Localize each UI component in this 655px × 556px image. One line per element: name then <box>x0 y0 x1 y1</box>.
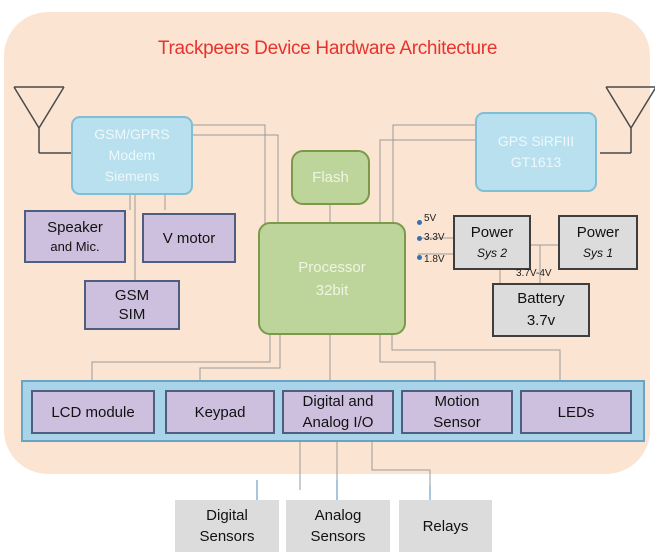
gsm-sim-module: GSM SIM <box>84 280 180 330</box>
antenna-icon-left <box>13 86 72 154</box>
rail-1v8-label: 1.8V <box>424 254 445 265</box>
vmotor-label: V motor <box>162 229 216 247</box>
battery-voltage-label: 3.7V-4V <box>516 268 552 279</box>
gps-module: GPS SiRFIII GT1613 <box>475 112 597 192</box>
processor-line1: Processor <box>298 258 366 276</box>
flash-label: Flash <box>312 169 349 186</box>
antenna-icon-right <box>600 86 655 154</box>
processor-module: Processor 32bit <box>258 222 406 335</box>
battery-module: Battery 3.7v <box>492 283 590 337</box>
speaker-line1: Speaker <box>47 218 103 236</box>
battery-line1: Battery <box>517 290 565 307</box>
analog-sensors-line2: Sensors <box>310 528 366 545</box>
flash-module: Flash <box>291 150 370 205</box>
gps-line1: GPS SiRFIII <box>497 133 575 149</box>
vmotor-module: V motor <box>142 213 236 263</box>
rail-5v-label: 5V <box>424 213 437 224</box>
rail-1v8-dot <box>417 255 422 260</box>
sim-line2: SIM <box>118 306 146 323</box>
keypad-label: Keypad <box>194 403 246 421</box>
power-sys2-module: Power Sys 2 <box>453 215 531 270</box>
analog-sensors-block: Analog Sensors <box>286 500 390 552</box>
digital-sensors-block: Digital Sensors <box>175 500 279 552</box>
io-line1: Digital and <box>302 393 374 410</box>
keypad-module: Keypad <box>165 390 275 434</box>
leds-label: LEDs <box>557 403 595 421</box>
speaker-mic-module: Speaker and Mic. <box>24 210 126 263</box>
motion-line1: Motion <box>434 393 480 410</box>
gsm-modem-line3: Siemens <box>104 168 160 184</box>
motion-line2: Sensor <box>433 414 481 431</box>
rail-3v3-dot <box>417 236 422 241</box>
rail-3v3-label: 3.3V <box>424 232 445 243</box>
sim-line1: GSM <box>114 287 150 304</box>
battery-line2: 3.7v <box>526 312 556 329</box>
io-line2: Analog I/O <box>302 414 374 431</box>
gsm-modem-line1: GSM/GPRS <box>94 126 170 142</box>
gps-line2: GT1613 <box>510 154 562 170</box>
power-sys1-module: Power Sys 1 <box>558 215 638 270</box>
speaker-line2: and Mic. <box>50 238 100 254</box>
diagram-title: Trackpeers Device Hardware Architecture <box>157 38 498 59</box>
analog-sensors-line1: Analog <box>314 507 362 524</box>
gsm-modem-line2: Modem <box>108 147 156 163</box>
relays-block: Relays <box>399 500 492 552</box>
lcd-module: LCD module <box>31 390 155 434</box>
processor-line2: 32bit <box>315 281 349 299</box>
motion-sensor-module: Motion Sensor <box>401 390 513 434</box>
digital-sensors-line2: Sensors <box>199 528 255 545</box>
relays-label: Relays <box>422 517 469 535</box>
lcd-label: LCD module <box>51 403 135 421</box>
power2-line1: Power <box>470 223 514 241</box>
digital-analog-io-module: Digital and Analog I/O <box>282 390 394 434</box>
gsm-modem-module: GSM/GPRS Modem Siemens <box>71 116 193 195</box>
digital-sensors-line1: Digital <box>206 507 248 524</box>
rail-5v-dot <box>417 220 422 225</box>
power2-line2: Sys 2 <box>476 245 507 260</box>
power1-line1: Power <box>576 223 620 241</box>
leds-module: LEDs <box>520 390 632 434</box>
power1-line2: Sys 1 <box>582 245 613 260</box>
